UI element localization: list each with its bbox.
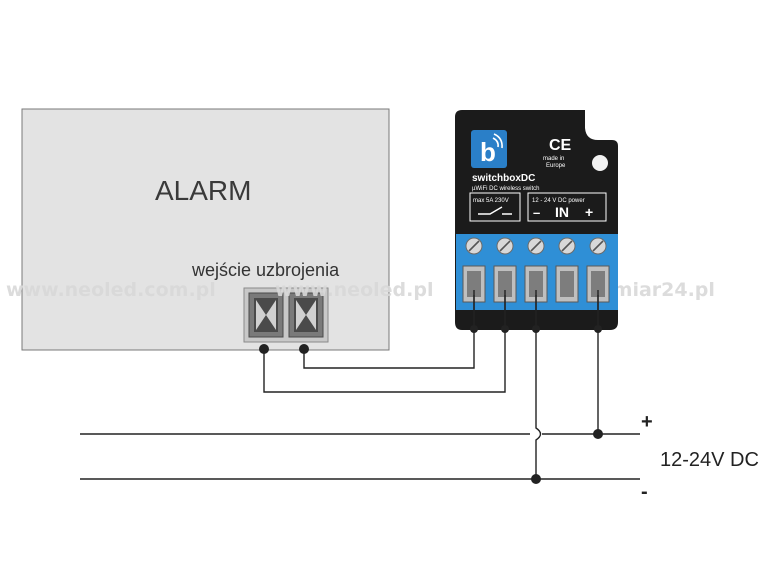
supply-label: 12-24V DC bbox=[660, 449, 759, 471]
terminal-hole bbox=[467, 271, 481, 297]
minus-sign: - bbox=[641, 481, 648, 503]
relay-output-label: max 5A 230V bbox=[469, 192, 521, 222]
ce-mark: CE bbox=[549, 137, 572, 154]
screw-slot bbox=[499, 240, 511, 252]
alarm-input-terminal bbox=[243, 287, 329, 343]
device-brand: switchboxDC bbox=[472, 173, 535, 184]
wire-minus bbox=[535, 295, 542, 479]
wire-alarm-left bbox=[263, 295, 506, 393]
svg-text:b: b bbox=[480, 137, 496, 167]
made-in-line2: Europe bbox=[546, 163, 566, 169]
terminal-hole bbox=[591, 271, 605, 297]
wires bbox=[80, 295, 640, 480]
power-rating: 12 - 24 V DC power bbox=[532, 198, 585, 204]
terminal-hole bbox=[498, 271, 512, 297]
relay-rating: max 5A 230V bbox=[473, 198, 509, 204]
junction-dots bbox=[259, 325, 603, 484]
power-input-label: 12 - 24 V DC power – IN + bbox=[527, 192, 607, 222]
terminal-block bbox=[456, 234, 618, 330]
screw-slot bbox=[592, 240, 604, 252]
watermark-1: www.neoled.com.pl bbox=[6, 279, 216, 301]
screw-slot bbox=[468, 240, 480, 252]
switch-symbol-icon bbox=[478, 206, 512, 215]
plus-sign: + bbox=[641, 411, 653, 433]
alarm-title: ALARM bbox=[155, 175, 251, 206]
screw-slot bbox=[561, 240, 573, 252]
made-in-line1: made in bbox=[543, 156, 564, 162]
blebox-logo-icon: b bbox=[471, 130, 507, 168]
watermark-2: www.neoled.pl bbox=[275, 279, 433, 301]
power-in-label: IN bbox=[555, 204, 569, 220]
alarm-panel: ALARM wejście uzbrojenia bbox=[21, 108, 390, 351]
device-subtitle: µWiFi DC wireless switch bbox=[472, 186, 539, 192]
screw-slot bbox=[530, 240, 542, 252]
mounting-hole-icon bbox=[592, 155, 608, 171]
terminal-hole bbox=[529, 271, 543, 297]
switchbox-device: b switchboxDC µWiFi DC wireless switch C… bbox=[455, 110, 618, 330]
power-plus: + bbox=[585, 204, 593, 220]
terminal-hole bbox=[560, 271, 574, 297]
power-minus: – bbox=[533, 205, 540, 220]
alarm-input-label: wejście uzbrojenia bbox=[191, 260, 340, 280]
